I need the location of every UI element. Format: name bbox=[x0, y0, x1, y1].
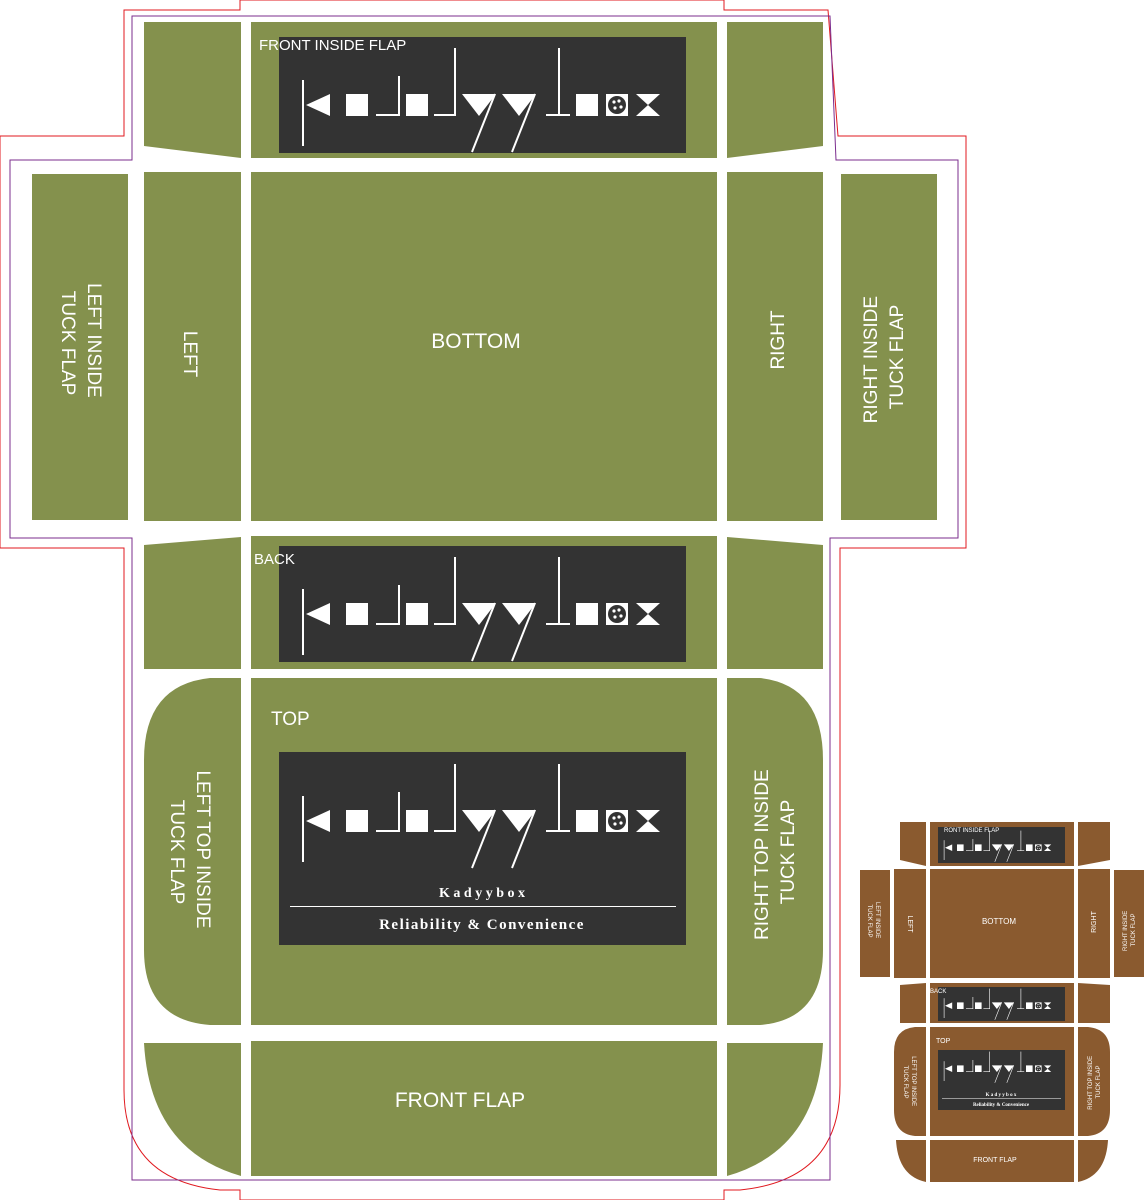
label-front-inside-flap: FRONT INSIDE FLAP bbox=[259, 37, 406, 54]
panel-back-right-wing bbox=[727, 537, 823, 669]
label-right-inside-tuck-flap-line2: TUCK FLAP bbox=[887, 305, 908, 410]
panel-left bbox=[144, 172, 241, 521]
preview-panel-right-top-inside-tuck-flap bbox=[1078, 1027, 1110, 1136]
preview-panel-back-left-wing bbox=[900, 983, 926, 1023]
label-right-inside-tuck-flap: RIGHT INSIDE TUCK FLAP bbox=[861, 291, 908, 424]
label-right-top-inside-tuck-flap-line1: RIGHT TOP INSIDE bbox=[752, 769, 773, 940]
label-left-inside-tuck-flap-line2: TUCK FLAP bbox=[57, 291, 78, 396]
label-left-inside-tuck-flap-line1: LEFT INSIDE bbox=[83, 283, 104, 398]
panel-right-top-inside-tuck-flap bbox=[727, 678, 823, 1025]
label-bottom: BOTTOM bbox=[431, 330, 520, 353]
preview-panel-front-inside-flap-right-wing bbox=[1078, 822, 1110, 866]
preview-panel-front-flap-left-wing bbox=[896, 1140, 926, 1182]
panel-right-inside-tuck-flap bbox=[841, 174, 937, 520]
preview-label-right: RIGHT bbox=[1091, 910, 1098, 933]
preview-panel-front-inside-flap-left-wing bbox=[900, 822, 926, 866]
label-left-top-inside-tuck-flap-line1: LEFT TOP INSIDE bbox=[192, 770, 213, 928]
panel-front-flap-left-wing bbox=[144, 1043, 241, 1176]
label-back: BACK bbox=[254, 551, 295, 568]
preview-label-bottom: BOTTOM bbox=[982, 917, 1016, 926]
preview-label-back: BACK bbox=[930, 989, 946, 995]
preview-label-right-top-inside-tuck-flap-line2: TUCK FLAP bbox=[1096, 1065, 1102, 1098]
brand-name: K a d y y b o x bbox=[439, 886, 525, 901]
preview-brand-slogan: Reliability & Convenience bbox=[973, 1103, 1030, 1108]
panel-front-inside-flap-right-wing bbox=[727, 22, 823, 158]
preview-label-front-flap: FRONT FLAP bbox=[973, 1157, 1017, 1164]
preview-label-left-top-inside-tuck-flap: LEFT TOP INSIDE TUCK FLAP bbox=[902, 1056, 916, 1108]
preview-panel-bottom bbox=[930, 869, 1074, 978]
label-top: TOP bbox=[271, 709, 310, 730]
preview-panel-front-flap-right-wing bbox=[1078, 1140, 1108, 1182]
label-right-inside-tuck-flap-line1: RIGHT INSIDE bbox=[861, 296, 882, 423]
preview-panel-back-right-wing bbox=[1078, 983, 1110, 1023]
panel-front-flap-right-wing bbox=[727, 1043, 823, 1176]
preview-label-left-inside-tuck-flap: LEFT INSIDE TUCK FLAP bbox=[866, 902, 880, 940]
brand-divider bbox=[290, 906, 676, 907]
preview-label-right-inside-tuck-flap-line1: RIGHT INSIDE bbox=[1123, 911, 1129, 951]
panel-left-top-inside-tuck-flap bbox=[144, 678, 241, 1025]
preview-label-left-inside-tuck-flap-line1: LEFT INSIDE bbox=[874, 902, 880, 938]
panel-bottom bbox=[251, 172, 717, 521]
preview-label-left: LEFT bbox=[906, 915, 913, 933]
label-right-top-inside-tuck-flap-line2: TUCK FLAP bbox=[778, 800, 799, 905]
preview-label-right-top-inside-tuck-flap: RIGHT TOP INSIDE TUCK FLAP bbox=[1088, 1054, 1102, 1110]
preview-panel-right-inside-tuck-flap bbox=[1114, 870, 1144, 977]
panel-right bbox=[727, 172, 823, 521]
preview-panel-left-inside-tuck-flap bbox=[860, 870, 890, 977]
panel-front-inside-flap-left-wing bbox=[144, 22, 241, 158]
preview-label-left-inside-tuck-flap-line2: TUCK FLAP bbox=[866, 904, 872, 937]
panel-left-inside-tuck-flap bbox=[32, 174, 128, 520]
preview-brand-divider bbox=[942, 1098, 1061, 1099]
preview-label-right-top-inside-tuck-flap-line1: RIGHT TOP INSIDE bbox=[1088, 1056, 1094, 1110]
panel-front-flap bbox=[251, 1041, 717, 1176]
brand-slogan: Reliability & Convenience bbox=[379, 917, 585, 933]
label-left-top-inside-tuck-flap: LEFT TOP INSIDE TUCK FLAP bbox=[166, 770, 213, 933]
label-left: LEFT bbox=[179, 331, 200, 378]
preview-panel-front-flap bbox=[930, 1140, 1074, 1182]
label-front-flap: FRONT FLAP bbox=[395, 1089, 525, 1112]
preview-label-front-inside-flap: RONT INSIDE FLAP bbox=[944, 828, 999, 834]
preview-label-top: TOP bbox=[936, 1038, 951, 1045]
preview-brand-name: K a d y y b o x bbox=[986, 1093, 1017, 1098]
preview-label-right-inside-tuck-flap: RIGHT INSIDE TUCK FLAP bbox=[1123, 909, 1137, 951]
label-right: RIGHT bbox=[768, 310, 789, 370]
label-left-top-inside-tuck-flap-line2: TUCK FLAP bbox=[166, 800, 187, 905]
cut-outline bbox=[0, 0, 967, 1200]
preview-panel-left bbox=[894, 869, 926, 978]
preview-dieline: RONT INSIDE FLAP LEFT INSIDE TUCK FLAP L… bbox=[860, 822, 1144, 1182]
panel-back-left-wing bbox=[144, 537, 241, 669]
label-right-top-inside-tuck-flap: RIGHT TOP INSIDE TUCK FLAP bbox=[752, 764, 799, 940]
preview-panel-left-top-inside-tuck-flap bbox=[894, 1027, 926, 1136]
main-dieline: FRONT INSIDE FLAP LEFT INSIDE TUCK FLAP … bbox=[0, 0, 967, 1200]
logo-bar-top bbox=[279, 752, 686, 945]
label-left-inside-tuck-flap: LEFT INSIDE TUCK FLAP bbox=[57, 283, 104, 403]
score-outline bbox=[9, 15, 959, 1181]
preview-logo-bar-top bbox=[938, 1050, 1065, 1110]
preview-label-left-top-inside-tuck-flap-line1: LEFT TOP INSIDE bbox=[910, 1056, 916, 1106]
preview-panel-right bbox=[1078, 869, 1110, 978]
preview-label-left-top-inside-tuck-flap-line2: TUCK FLAP bbox=[902, 1065, 908, 1098]
preview-label-right-inside-tuck-flap-line2: TUCK FLAP bbox=[1131, 913, 1137, 946]
